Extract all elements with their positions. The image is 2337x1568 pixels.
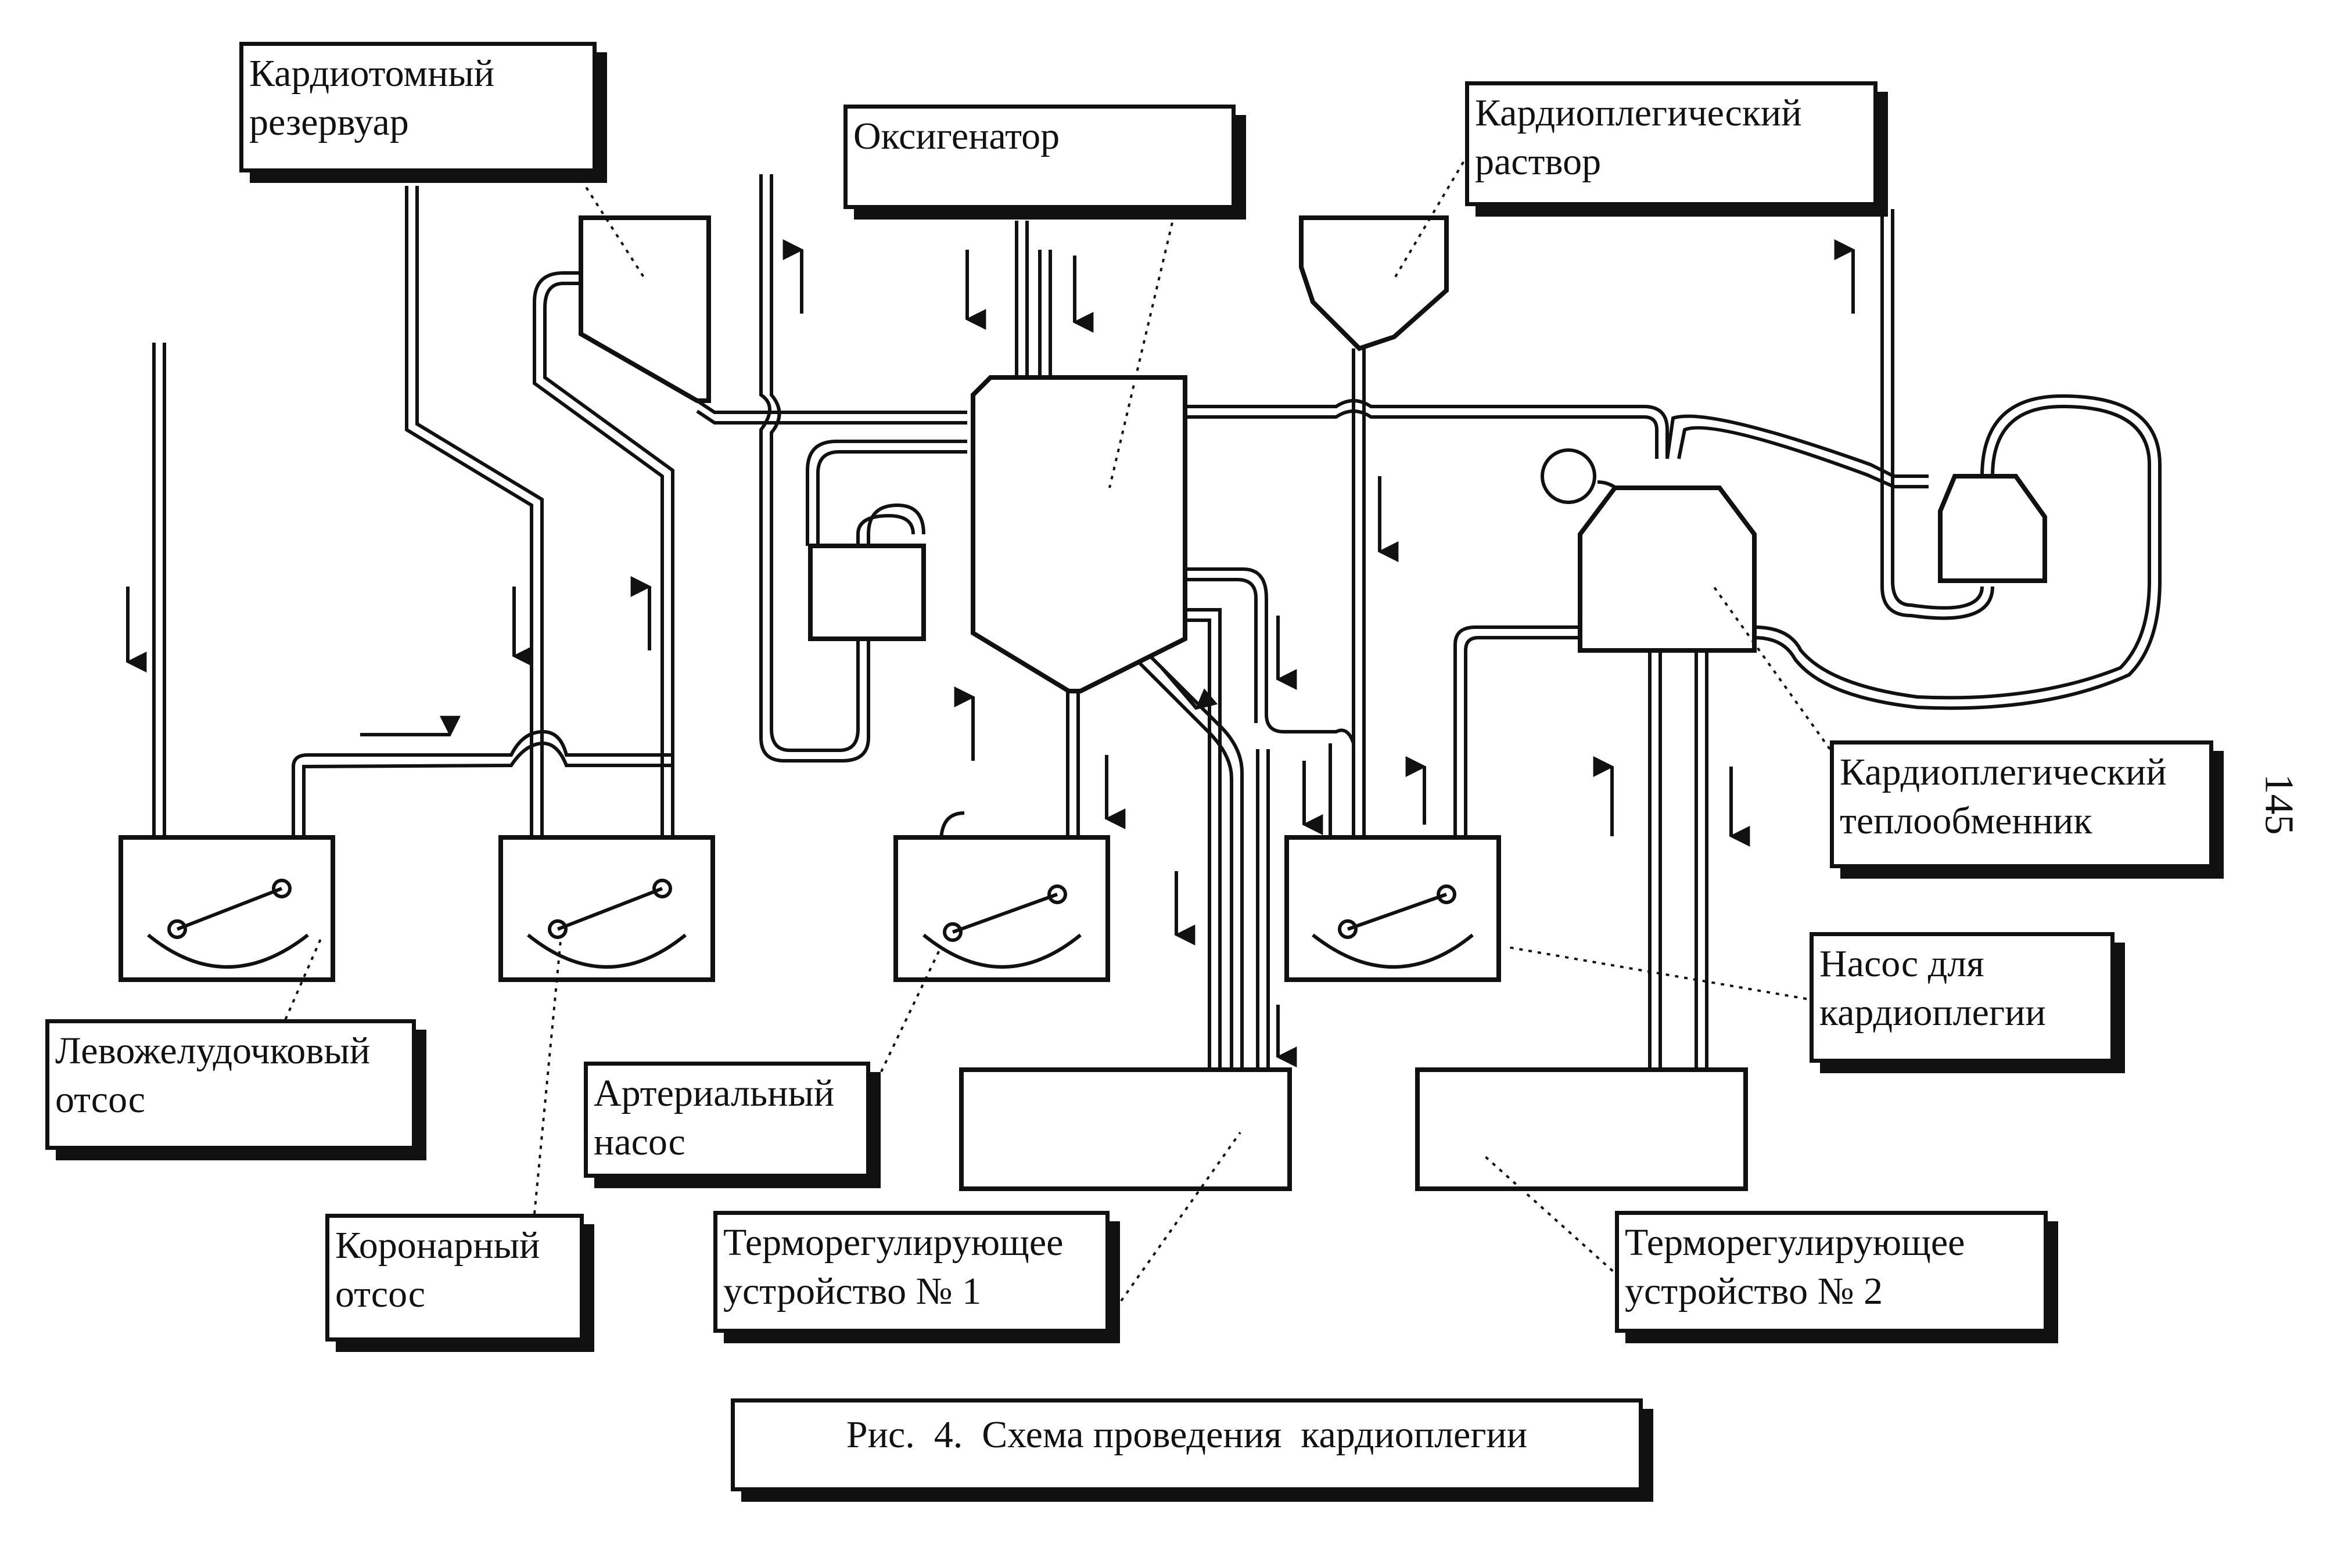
- label-cardioplegic-heat-exchanger: Кардиоплегический теплообменник: [1830, 740, 2213, 868]
- bubble-trap: [1938, 474, 2047, 583]
- oxygenator-vessel: [971, 375, 1187, 693]
- cardioplegia-pump-housing: [1284, 835, 1501, 982]
- manometer-gauge: [1541, 448, 1596, 504]
- label-coronary-suction: Коронарный отсос: [325, 1214, 584, 1342]
- cardiotomy-reservoir-vessel: [579, 215, 711, 403]
- label-thermo-device-2: Терморегулирующее устройство № 2: [1615, 1211, 2048, 1333]
- arterial-pump-housing: [893, 835, 1110, 982]
- label-cardioplegia-pump: Насос для кардиоплегии: [1810, 932, 2115, 1063]
- label-oxygenator: Оксигенатор: [843, 105, 1236, 209]
- pump-rotors: [147, 879, 1474, 969]
- cardioplegic-solution-bag: [1299, 215, 1449, 351]
- flow-arrows: [125, 239, 1855, 1067]
- heat-exchanger-vessel: [1578, 485, 1757, 653]
- thermo-device-2-box: [1415, 1067, 1748, 1191]
- arterial-filter: [808, 544, 926, 641]
- label-cardiotomy-reservoir: Кардиотомный резервуар: [239, 42, 597, 172]
- thermo-device-1-box: [959, 1067, 1292, 1191]
- label-arterial-pump: Артериальный насос: [584, 1062, 870, 1178]
- label-lv-vent: Левожелудочковый отсос: [45, 1019, 416, 1150]
- label-thermo-device-1: Терморегулирующее устройство № 1: [713, 1211, 1110, 1333]
- figure-caption: Рис. 4. Схема проведения кардиоплегии: [731, 1398, 1643, 1491]
- tubing: [152, 174, 2162, 1080]
- page-number: 145: [2256, 774, 2302, 835]
- label-cardioplegic-solution: Кардиоплегический раствор: [1465, 81, 1878, 206]
